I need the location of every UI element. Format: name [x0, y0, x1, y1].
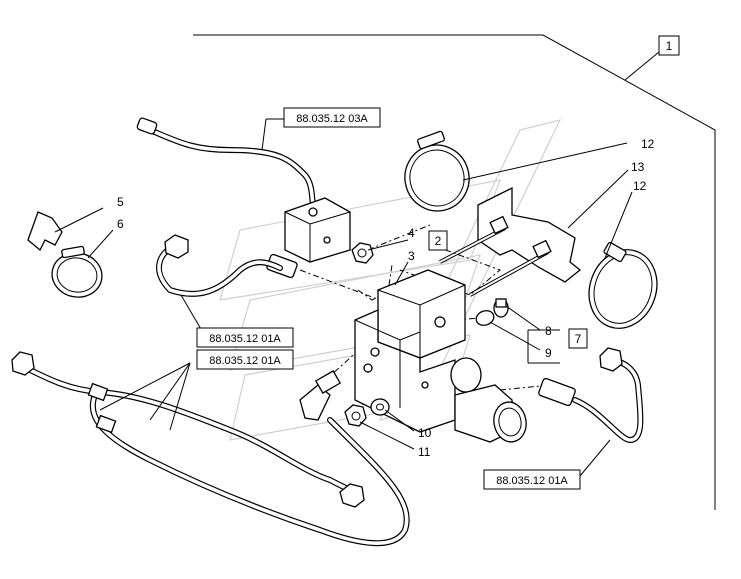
ref-label-01a-middle: 88.035.12 01A — [209, 355, 281, 367]
hose-clamp-right — [588, 241, 658, 329]
callout-4: 4 — [408, 226, 415, 240]
sensor-cable-assembly — [136, 117, 351, 263]
nut-11 — [344, 404, 367, 427]
item-label-7: 7 — [575, 332, 582, 346]
item-label-1: 1 — [666, 39, 673, 53]
ref-box-03a[interactable]: 88.035.12 03A — [283, 107, 381, 128]
hose-upper-left — [156, 234, 283, 297]
callout-numbers: 12 13 12 5 6 4 3 8 9 10 11 — [117, 137, 655, 459]
callout-12-top: 12 — [641, 137, 655, 151]
ref-label-01a-upper: 88.035.12 01A — [209, 333, 281, 345]
hose-clamp-left — [51, 245, 103, 298]
callout-6: 6 — [117, 217, 124, 231]
callout-11: 11 — [418, 445, 431, 459]
hose-clip — [27, 211, 63, 252]
elbow-fitting — [299, 370, 342, 421]
callout-5: 5 — [117, 195, 124, 209]
bolt-upper — [439, 215, 509, 264]
ref-label-03a: 88.035.12 03A — [296, 113, 368, 125]
callout-13: 13 — [631, 160, 645, 174]
ref-label-01a-right: 88.035.12 01A — [496, 475, 568, 487]
item-box-2[interactable]: 2 — [428, 230, 448, 251]
item-label-2: 2 — [435, 234, 442, 248]
hose-right — [572, 347, 644, 443]
leader-lines — [54, 118, 633, 483]
bolt-lower — [469, 239, 552, 297]
fitting-right — [538, 377, 576, 407]
callout-9: 9 — [545, 346, 552, 360]
ref-box-01a-upper[interactable]: 88.035.12 01A — [196, 327, 294, 348]
callout-8: 8 — [545, 324, 552, 338]
nut-4 — [351, 242, 374, 264]
hose-clamp-top — [404, 130, 470, 212]
callout-12-right: 12 — [633, 179, 647, 193]
callout-10: 10 — [418, 426, 432, 440]
ref-box-01a-middle[interactable]: 88.035.12 01A — [196, 349, 294, 370]
plug-and-oring — [475, 298, 509, 326]
item-box-7[interactable]: 7 — [568, 328, 588, 349]
assembly-bracket — [193, 34, 716, 510]
item-box-1[interactable]: 1 — [658, 35, 680, 56]
hose-long-left — [11, 351, 410, 547]
washer-10 — [370, 398, 390, 416]
callout-3: 3 — [408, 249, 415, 263]
ref-box-01a-right[interactable]: 88.035.12 01A — [483, 469, 581, 490]
